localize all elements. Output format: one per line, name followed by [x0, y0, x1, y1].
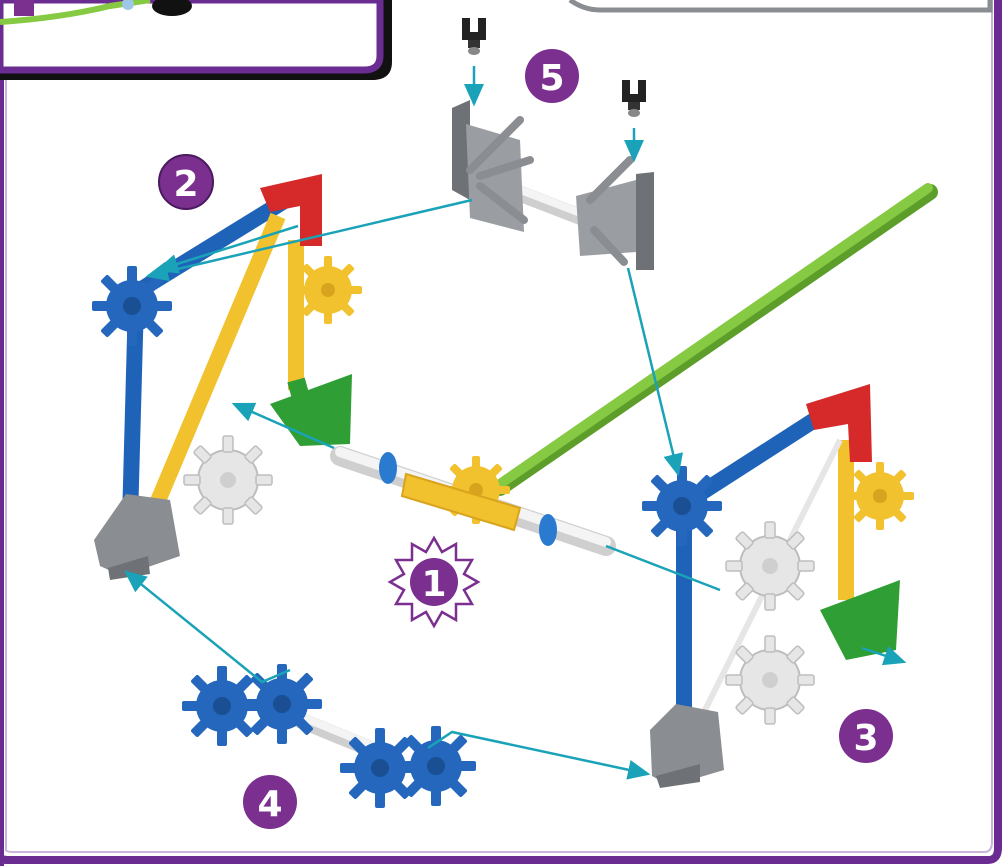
step-1-label: 1 — [421, 564, 446, 605]
step-5-label: 5 — [539, 58, 564, 99]
bottom-piece — [182, 664, 476, 808]
step-badge-3: 3 — [839, 709, 893, 763]
step-4-label: 4 — [257, 784, 282, 825]
step-badge-5: 5 — [525, 49, 579, 103]
inset-panel-right — [570, 0, 990, 10]
inset-panel — [0, 0, 392, 80]
center-axle — [340, 452, 606, 546]
step-badge-1: 1 — [390, 538, 478, 626]
step-badge-2: 2 — [159, 155, 213, 209]
step-2-label: 2 — [173, 164, 198, 205]
step-badge-4: 4 — [243, 775, 297, 829]
step-3-label: 3 — [853, 718, 878, 759]
